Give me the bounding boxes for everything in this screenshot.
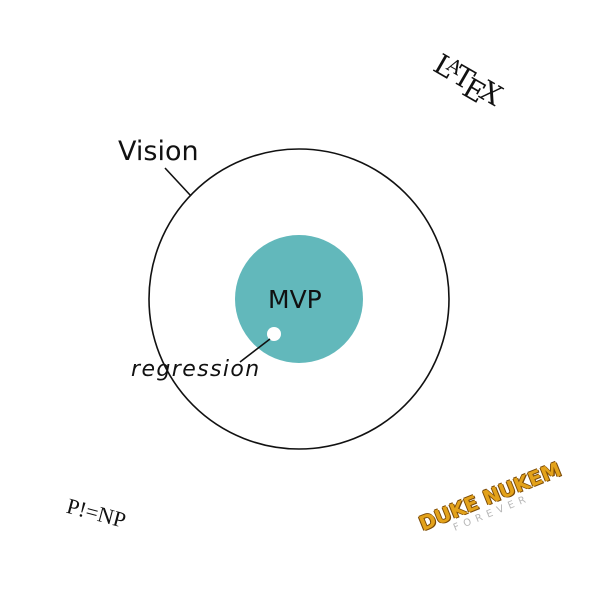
mvp-label: MVP xyxy=(268,285,322,314)
regression-dot xyxy=(267,327,281,341)
vision-circle xyxy=(148,148,450,450)
regression-leader-line xyxy=(239,338,271,363)
mvp-circle xyxy=(235,235,363,363)
vision-leader-line xyxy=(164,167,192,197)
vision-label: Vision xyxy=(118,136,199,167)
regression-label: regression xyxy=(131,357,261,382)
